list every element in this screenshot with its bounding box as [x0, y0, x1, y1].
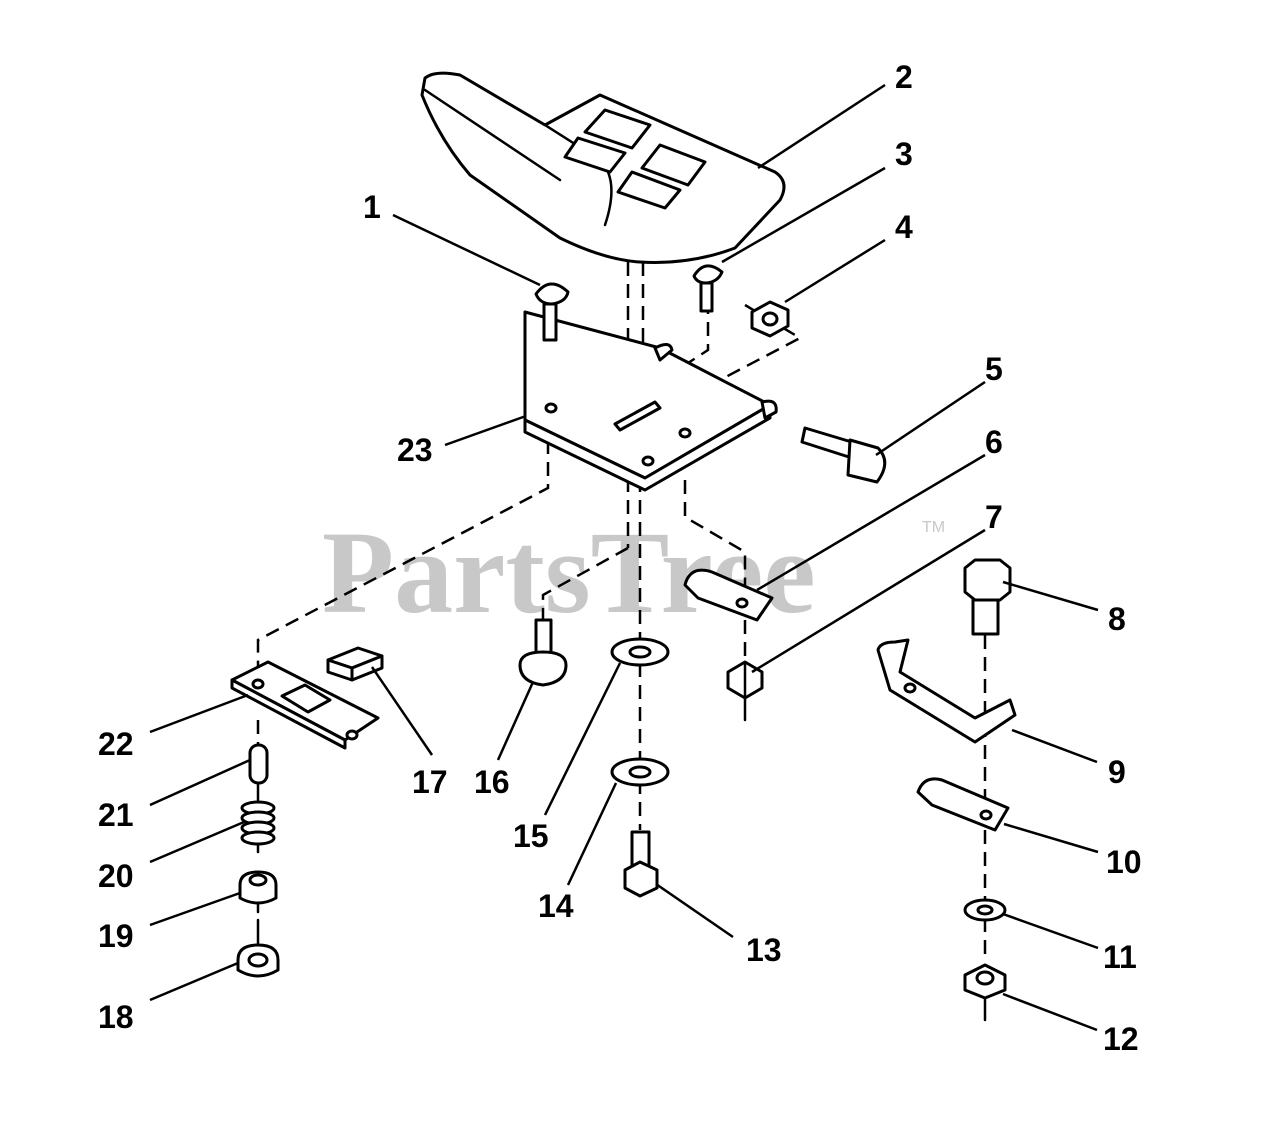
- hex-bolt-lower: [623, 830, 659, 898]
- callout-11: 11: [1103, 939, 1137, 975]
- callout-7: 7: [985, 499, 1003, 535]
- callout-17: 17: [412, 764, 448, 800]
- adjuster-clip: [916, 777, 1010, 832]
- callout-14: 14: [538, 888, 574, 924]
- bushing: [238, 870, 278, 905]
- shoulder-bolt: [800, 426, 887, 484]
- callout-16: 16: [474, 764, 510, 800]
- seat-clip: [683, 568, 774, 622]
- washer-lower: [610, 757, 670, 787]
- seat: [420, 71, 786, 264]
- callout-13: 13: [746, 932, 782, 968]
- callout-1: 1: [363, 189, 381, 225]
- seat-bracket: [876, 638, 1017, 744]
- callout-3: 3: [895, 136, 913, 172]
- watermark-trademark: TM: [922, 519, 945, 536]
- spring: [240, 800, 276, 846]
- truss-screw: [692, 264, 724, 313]
- callout-6: 6: [985, 424, 1003, 460]
- callout-4: 4: [895, 209, 913, 245]
- callouts: 1 2 3 4 5 6 7 8 9 10 11 12 13 14 15 16 1…: [98, 59, 1142, 1057]
- seat-pan: [523, 310, 778, 492]
- callout-19: 19: [98, 918, 134, 954]
- pin: [248, 743, 269, 785]
- callout-8: 8: [1108, 601, 1126, 637]
- washer-right: [963, 898, 1007, 922]
- flange-nut-left: [236, 943, 280, 978]
- callout-2: 2: [895, 59, 913, 95]
- callout-20: 20: [98, 858, 134, 894]
- callout-5: 5: [985, 351, 1003, 387]
- callout-22: 22: [98, 726, 134, 762]
- callout-23: 23: [397, 432, 433, 468]
- callout-9: 9: [1108, 754, 1126, 790]
- lock-nut: [726, 660, 764, 700]
- callout-10: 10: [1106, 844, 1142, 880]
- callout-18: 18: [98, 999, 134, 1035]
- flange-nut-right: [963, 963, 1007, 1000]
- callout-21: 21: [98, 797, 134, 833]
- watermark-text: PartsTree: [322, 507, 816, 638]
- flange-bolt: [518, 618, 568, 687]
- hex-nut: [750, 300, 790, 338]
- hex-bolt: [963, 558, 1012, 636]
- leader-lines: [149, 83, 1099, 1032]
- callout-12: 12: [1103, 1021, 1139, 1057]
- callout-15: 15: [513, 818, 549, 854]
- slide-plate: [230, 660, 380, 750]
- key-block: [326, 646, 384, 682]
- washer-upper: [610, 637, 670, 667]
- carriage-bolt: [534, 282, 570, 342]
